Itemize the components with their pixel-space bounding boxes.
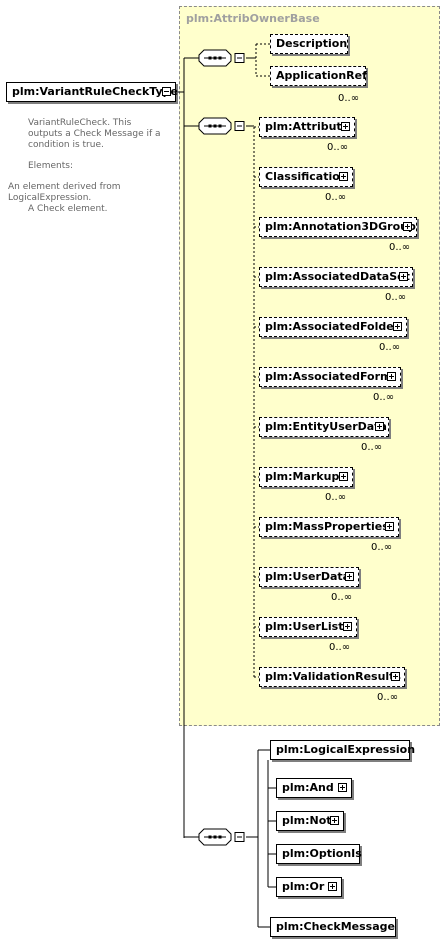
element-label: plm:Or xyxy=(282,880,325,893)
expand-icon[interactable] xyxy=(385,522,394,531)
doc-line: VariantRuleCheck. This outputs a Check M… xyxy=(28,118,161,150)
expand-icon[interactable] xyxy=(387,372,396,381)
element-label: plm:Annotation3DGroup xyxy=(265,220,416,233)
element-label: plm:Not xyxy=(282,814,332,827)
root-element[interactable]: plm:VariantRuleCheckType xyxy=(6,82,178,102)
sequence-symbol xyxy=(198,828,245,846)
element-or[interactable]: plm:Or xyxy=(276,877,342,897)
element-node[interactable]: plm:ValidationResults xyxy=(259,667,405,687)
element-label: plm:UserData xyxy=(265,570,351,583)
root-documentation: VariantRuleCheck. This outputs a Check M… xyxy=(8,118,168,225)
element-node[interactable]: plm:Markup xyxy=(259,467,353,487)
expand-icon[interactable] xyxy=(338,783,347,792)
expand-icon[interactable] xyxy=(345,572,354,581)
collapse-icon[interactable] xyxy=(162,87,171,96)
cardinality-label: 0..∞ xyxy=(377,692,399,703)
element-option-is[interactable]: plm:OptionIs xyxy=(276,844,362,864)
expand-icon[interactable] xyxy=(391,672,400,681)
element-label: plm:AssociatedFolder xyxy=(265,320,400,333)
sequence-symbol xyxy=(198,117,245,135)
element-node[interactable]: plm:EntityUserData xyxy=(259,417,389,437)
sequence-compositor-icon[interactable] xyxy=(199,829,237,845)
element-label: plm:UserList xyxy=(265,620,344,633)
cardinality-label: 0..∞ xyxy=(361,442,383,453)
expand-icon[interactable] xyxy=(341,122,350,131)
element-application-ref[interactable]: ApplicationRef xyxy=(270,66,367,86)
element-description[interactable]: Description xyxy=(270,34,348,54)
cardinality-label: 0..∞ xyxy=(327,142,349,153)
sequence-compositor-icon[interactable] xyxy=(199,118,237,134)
element-label: plm:AssociatedDataSet xyxy=(265,270,410,283)
expand-icon[interactable] xyxy=(375,422,384,431)
cardinality-label: 0..∞ xyxy=(331,592,353,603)
element-label: plm:CheckMessage xyxy=(276,920,395,933)
element-not[interactable]: plm:Not xyxy=(276,811,344,831)
expand-icon[interactable] xyxy=(328,882,337,891)
element-label: plm:EntityUserData xyxy=(265,420,387,433)
element-node[interactable]: plm:Attribute xyxy=(259,117,355,137)
cardinality-label: 0..∞ xyxy=(371,542,393,553)
expand-icon[interactable] xyxy=(403,222,412,231)
expand-icon[interactable] xyxy=(339,172,348,181)
element-label: plm:Attribute xyxy=(265,120,350,133)
sequence-symbol xyxy=(198,49,245,67)
cardinality-label: 0..∞ xyxy=(325,192,347,203)
element-node[interactable]: plm:UserList xyxy=(259,617,357,637)
element-label: ApplicationRef xyxy=(276,69,367,82)
element-label: plm:And xyxy=(282,781,334,794)
element-node[interactable]: plm:UserData xyxy=(259,567,359,587)
doc-line: Elements: xyxy=(28,161,73,171)
element-check-message[interactable]: plm:CheckMessage xyxy=(270,917,396,937)
expand-icon[interactable] xyxy=(393,322,402,331)
root-element-label: plm:VariantRuleCheckType xyxy=(12,85,178,98)
doc-line: A Check element. xyxy=(28,204,108,214)
element-label: plm:MassProperties xyxy=(265,520,389,533)
element-label: Classification xyxy=(265,170,348,183)
cardinality-label: 0..∞ xyxy=(338,93,360,104)
element-node[interactable]: plm:MassProperties xyxy=(259,517,399,537)
group-title: plm:AttribOwnerBase xyxy=(186,12,320,25)
element-node[interactable]: plm:Annotation3DGroup xyxy=(259,217,417,237)
expand-icon[interactable] xyxy=(330,816,339,825)
cardinality-label: 0..∞ xyxy=(389,242,411,253)
element-node[interactable]: Classification xyxy=(259,167,353,187)
cardinality-label: 0..∞ xyxy=(325,492,347,503)
element-and[interactable]: plm:And xyxy=(276,778,352,798)
element-node[interactable]: plm:AssociatedForm xyxy=(259,367,401,387)
sequence-compositor-icon[interactable] xyxy=(199,50,237,66)
cardinality-label: 0..∞ xyxy=(373,392,395,403)
expand-icon[interactable] xyxy=(339,472,348,481)
expand-icon[interactable] xyxy=(343,622,352,631)
element-logical-expression[interactable]: plm:LogicalExpression xyxy=(270,740,415,760)
cardinality-label: 0..∞ xyxy=(379,342,401,353)
element-label: plm:ValidationResults xyxy=(265,670,401,683)
element-label: plm:AssociatedForm xyxy=(265,370,392,383)
element-label: Description xyxy=(276,37,348,50)
element-label: plm:LogicalExpression xyxy=(276,743,416,756)
cardinality-label: 0..∞ xyxy=(385,292,407,303)
element-label: plm:Markup xyxy=(265,470,340,483)
cardinality-label: 0..∞ xyxy=(329,642,351,653)
element-node[interactable]: plm:AssociatedDataSet xyxy=(259,267,413,287)
element-node[interactable]: plm:AssociatedFolder xyxy=(259,317,407,337)
element-label: plm:OptionIs xyxy=(282,847,362,860)
doc-line: An element derived from LogicalExpressio… xyxy=(8,182,121,203)
expand-icon[interactable] xyxy=(399,272,408,281)
